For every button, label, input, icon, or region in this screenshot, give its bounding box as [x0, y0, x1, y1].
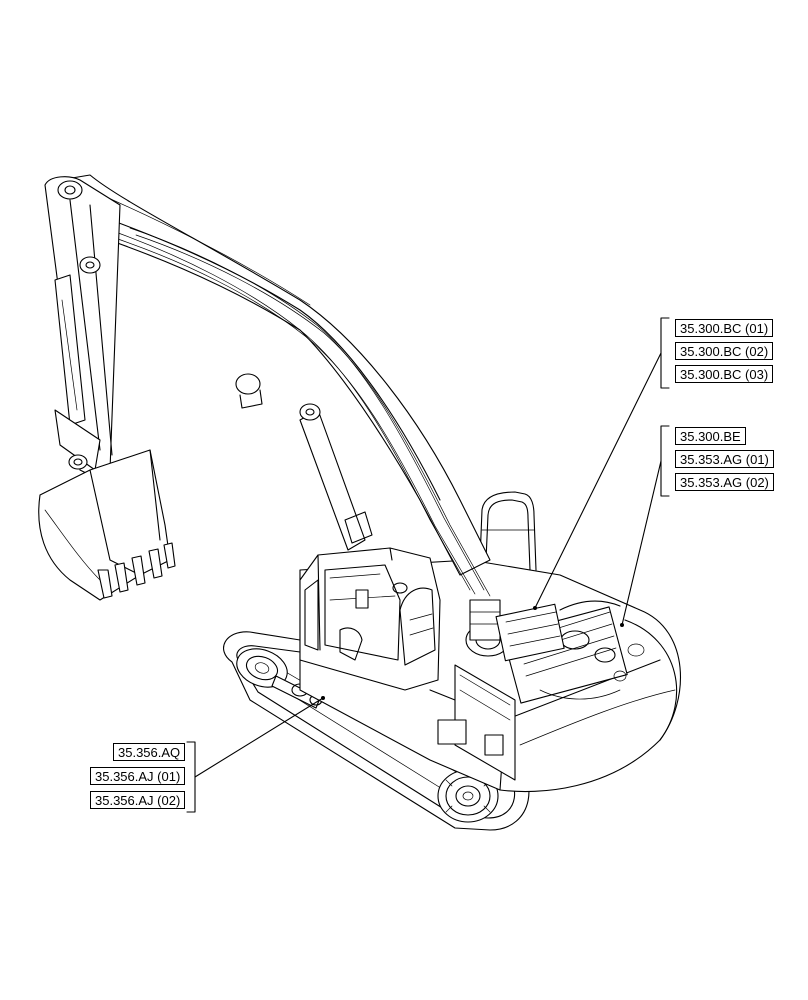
- arm: [44, 176, 121, 481]
- ref-35-300-bc-01[interactable]: 35.300.BC (01): [675, 319, 774, 337]
- operator-cab: [299, 547, 441, 691]
- bucket: [38, 449, 176, 601]
- ref-35-300-bc-03[interactable]: 35.300.BC (03): [675, 365, 774, 383]
- ref-35-300-bc-02[interactable]: 35.300.BC (02): [675, 342, 774, 360]
- leader-lines: [186, 317, 670, 813]
- ref-35-356-aj-01[interactable]: 35.356.AJ (01): [90, 767, 186, 785]
- ref-35-356-aq[interactable]: 35.356.AQ: [113, 743, 186, 761]
- ref-35-353-ag-02[interactable]: 35.353.AG (02): [675, 473, 774, 491]
- ref-35-353-ag-01[interactable]: 35.353.AG (01): [675, 450, 774, 468]
- ref-35-356-aj-02[interactable]: 35.356.AJ (02): [90, 791, 186, 809]
- ref-35-300-be[interactable]: 35.300.BE: [675, 427, 746, 445]
